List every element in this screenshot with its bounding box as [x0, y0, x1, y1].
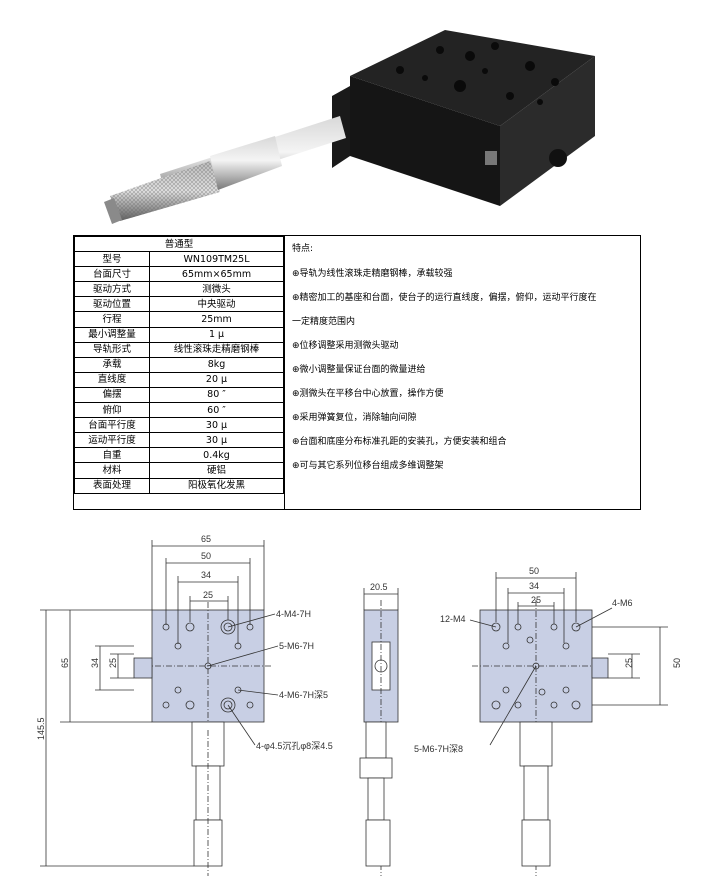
- dim-width: 65: [201, 534, 211, 544]
- callout: 4-M4-7H: [276, 609, 311, 619]
- callout: 4-M6-7H深5: [279, 690, 328, 700]
- dim-width: 50: [529, 566, 539, 576]
- dim-total-length: 145.5: [36, 717, 46, 740]
- feature-line: ⊕精密加工的基座和台面，使台子的运行直线度，偏摆，俯仰，运动平行度在: [292, 293, 597, 303]
- dim-height: 25: [108, 658, 118, 668]
- features-title: 特点:: [292, 244, 314, 254]
- table-row: 驱动方式测微头: [74, 281, 284, 298]
- dim-side-width: 20.5: [370, 582, 388, 592]
- dim-width: 25: [203, 590, 213, 600]
- dim-width: 50: [201, 551, 211, 561]
- product-photo: [104, 30, 595, 224]
- feature-line: ⊕导轨为线性滚珠走精磨钢棒，承载较强: [292, 269, 453, 279]
- callout: 4-φ4.5沉孔φ8深4.5: [256, 741, 333, 751]
- feature-line: ⊕台面和底座分布标准孔距的安装孔，方便安装和组合: [292, 437, 507, 447]
- feature-line: ⊕采用弹簧复位，消除轴向间隙: [292, 413, 417, 423]
- feature-line: 一定精度范围内: [292, 317, 356, 327]
- technical-drawings: 65 50 34 25 65 34 25 145.5 4-M4-7H 5-M6-…: [36, 534, 682, 876]
- dim-height: 50: [672, 658, 682, 668]
- dim-width: 34: [529, 581, 539, 591]
- feature-line: ⊕位移调整采用测微头驱动: [292, 341, 399, 351]
- feature-line: ⊕微小调整量保证台面的微量进给: [292, 365, 426, 375]
- dim-width: 25: [531, 595, 541, 605]
- features-list: 特点: ⊕导轨为线性滚珠走精磨钢棒，承载较强 ⊕精密加工的基座和台面，使台子的运…: [292, 242, 637, 478]
- dim-height: 25: [624, 658, 634, 668]
- callout: 5-M6-7H深8: [414, 744, 463, 754]
- dim-width: 34: [201, 570, 211, 580]
- dim-height: 34: [90, 658, 100, 668]
- callout: 4-M6: [612, 598, 633, 608]
- feature-line: ⊕测微头在平移台中心放置，操作方便: [292, 389, 444, 399]
- table-row: 驱动位置中央驱动: [74, 296, 284, 313]
- stage-top-plate: [350, 30, 595, 126]
- callout: 12-M4: [440, 614, 466, 624]
- table-row: 表面处理阳极氧化发黑: [74, 477, 284, 494]
- table-row: 导轨形式线性滚珠走精磨钢棒: [74, 341, 284, 358]
- feature-line: ⊕可与其它系列位移台组成多维调整架: [292, 461, 444, 471]
- callout: 5-M6-7H: [279, 641, 314, 651]
- divider: [284, 236, 285, 509]
- dim-height: 65: [60, 658, 70, 668]
- table-row: 材料硬铝: [74, 462, 284, 479]
- table-title: 普通型: [74, 235, 284, 253]
